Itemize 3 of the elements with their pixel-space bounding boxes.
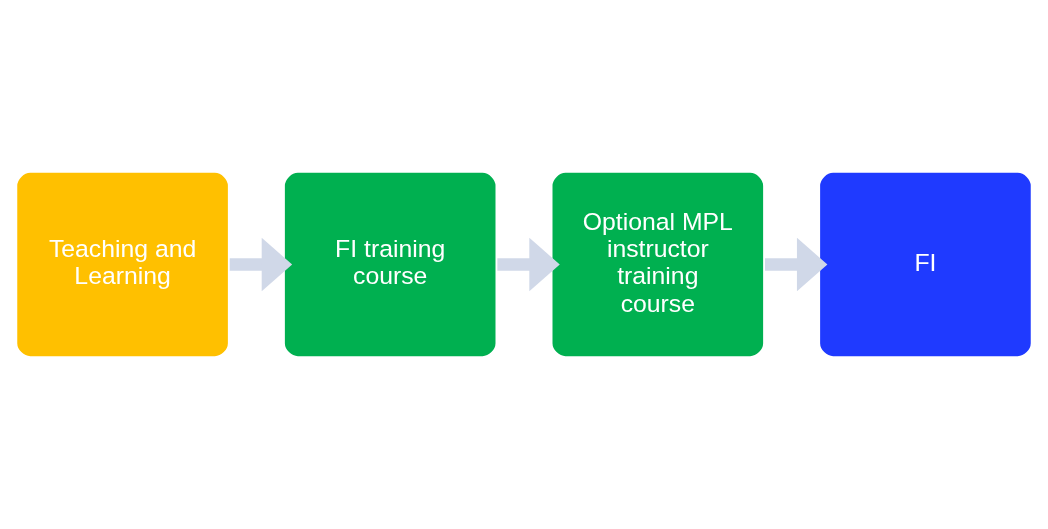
arrow xyxy=(497,237,560,292)
arrow xyxy=(765,237,828,292)
arrow xyxy=(229,237,293,292)
